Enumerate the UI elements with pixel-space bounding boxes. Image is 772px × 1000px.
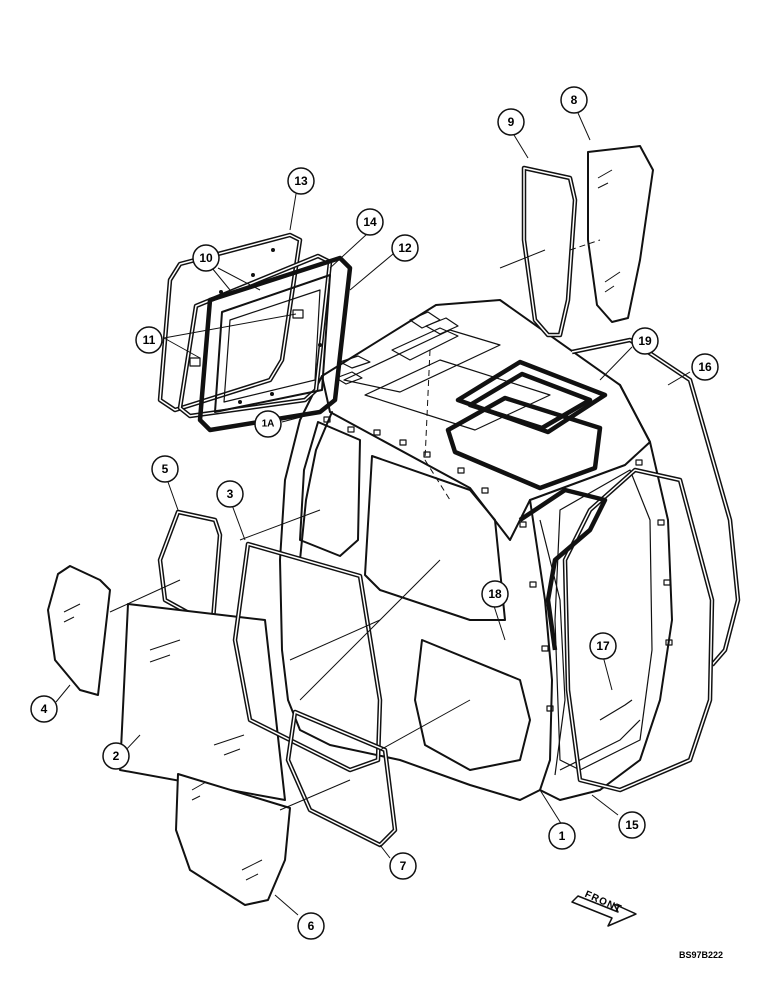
seal-5 (157, 509, 223, 625)
callout-4: 4 (30, 695, 58, 723)
callout-10-label: 10 (199, 251, 213, 265)
callout-3-label: 3 (227, 487, 234, 501)
glass-8 (587, 145, 654, 323)
callout-5: 5 (151, 455, 179, 483)
callout-7: 7 (389, 852, 417, 880)
callout-11-label: 11 (143, 333, 156, 347)
callout-12: 12 (391, 234, 419, 262)
callout-6: 6 (297, 912, 325, 940)
roof-hatch-seal (445, 359, 608, 491)
callout-1-label: 1 (559, 829, 566, 843)
callout-1a: 1A (254, 410, 282, 438)
callout-17-label: 17 (596, 639, 610, 653)
callout-18-label: 18 (488, 587, 502, 601)
callout-10: 10 (192, 244, 220, 272)
seal-3 (232, 541, 383, 773)
callout-11: 11 (135, 326, 163, 354)
callout-5-label: 5 (162, 462, 169, 476)
callout-1: 1 (548, 822, 576, 850)
door-seal-15 (562, 467, 715, 793)
callout-1a-label: 1A (262, 419, 275, 430)
glass-2 (119, 603, 286, 801)
callout-2: 2 (102, 742, 130, 770)
seal-9 (521, 165, 578, 338)
callout-13-label: 13 (294, 174, 308, 188)
callout-9: 9 (497, 108, 525, 136)
callout-9-label: 9 (508, 115, 515, 129)
callout-19: 19 (631, 327, 659, 355)
glass-4 (47, 565, 111, 696)
callout-13: 13 (287, 167, 315, 195)
door-seal-partial (518, 487, 608, 651)
assembly-lines (109, 239, 601, 811)
sliding-window-assembly (157, 232, 353, 433)
callout-17: 17 (589, 632, 617, 660)
callout-19-label: 19 (638, 334, 652, 348)
callout-14-label: 14 (363, 215, 377, 229)
callout-6-label: 6 (308, 919, 315, 933)
drawing-code: BS97B222 (679, 950, 723, 960)
callout-2-label: 2 (113, 749, 120, 763)
callout-14: 14 (356, 208, 384, 236)
glass-6 (175, 773, 291, 906)
door-seal-16 (571, 337, 741, 667)
callout-leaders (55, 112, 691, 916)
callout-8-label: 8 (571, 93, 578, 107)
callout-15-label: 15 (625, 818, 639, 832)
callout-16-label: 16 (698, 360, 712, 374)
callout-8: 8 (560, 86, 588, 114)
callout-4-label: 4 (41, 702, 48, 716)
callout-7-label: 7 (400, 859, 407, 873)
callout-12-label: 12 (398, 241, 412, 255)
callout-18: 18 (481, 580, 509, 608)
callout-16: 16 (691, 353, 719, 381)
callout-3: 3 (216, 480, 244, 508)
callout-15: 15 (618, 811, 646, 839)
front-arrow: FRONT (571, 889, 637, 927)
